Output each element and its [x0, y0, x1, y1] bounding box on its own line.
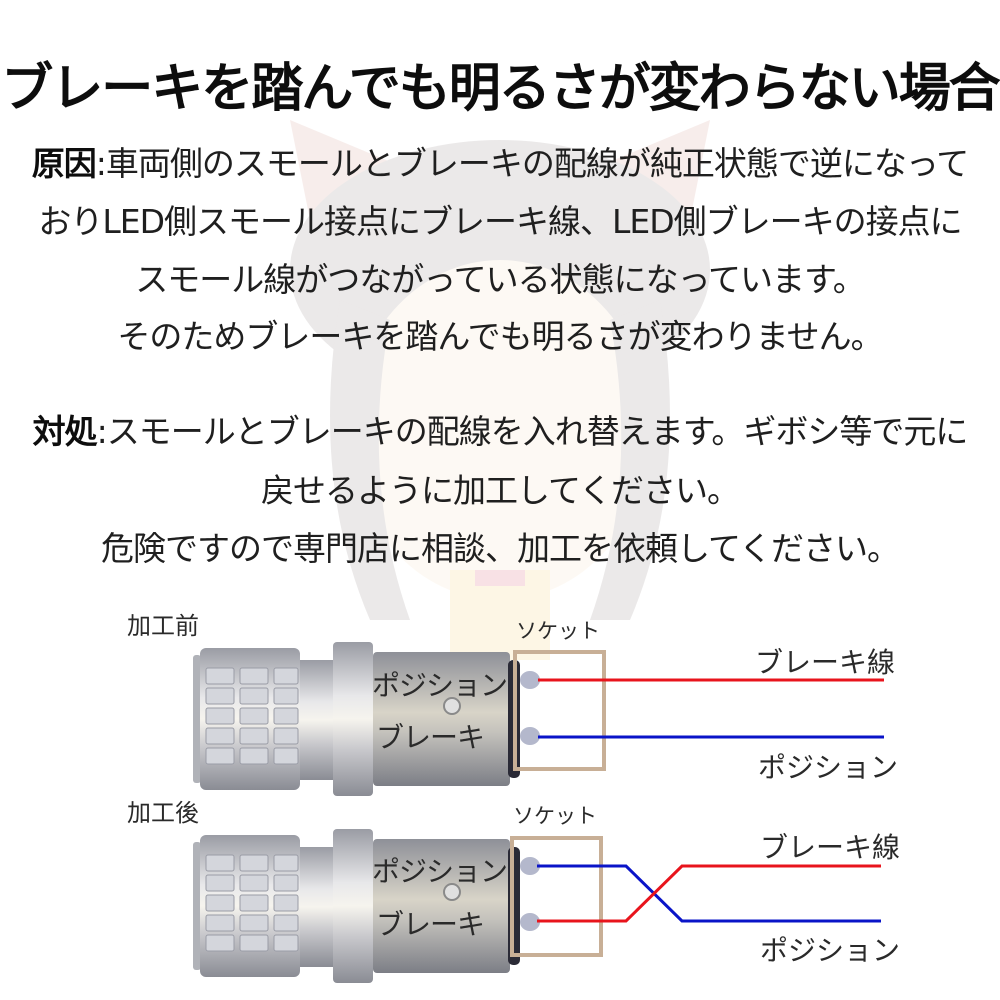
remedy-line-2: 戻せるように加工してください。	[260, 471, 740, 510]
bulb-brake-label-before: ブレーキ	[376, 721, 485, 754]
socket-box-after	[510, 836, 603, 957]
socket-label-before: ソケット	[516, 619, 600, 643]
remedy-line-3: 危険ですので専門店に相談、加工を依頼してください。	[100, 529, 900, 568]
socket-box-before	[513, 650, 606, 771]
before-heading: 加工前	[127, 612, 199, 640]
page-title: ブレーキを踏んでも明るさが変わらない場合	[1, 59, 1000, 119]
led-bulb-before-icon	[193, 642, 540, 796]
bulb-position-label-after: ポジション	[372, 855, 508, 888]
cause-line-1: 原因:車両側のスモールとブレーキの配線が純正状態で逆になって	[31, 144, 969, 183]
socket-label-after: ソケット	[513, 804, 597, 828]
remedy-line-1: 対処:スモールとブレーキの配線を入れ替えます。ギボシ等で元に	[32, 412, 969, 451]
brake-wire-label-before: ブレーキ線	[755, 646, 896, 679]
cause-line-4: そのためブレーキを踏んでも明るさが変わりません。	[117, 317, 883, 356]
position-wire-after	[537, 864, 881, 923]
cause-line-3: スモール線がつながっている状態になっています。	[135, 260, 865, 299]
after-heading: 加工後	[127, 799, 199, 827]
brake-wire-label-after: ブレーキ線	[760, 831, 901, 864]
bulb-brake-label-after: ブレーキ	[376, 908, 485, 941]
cause-line-2: おりLED側スモール接点にブレーキ線、LED側ブレーキの接点に	[38, 202, 962, 241]
led-bulb-after-icon	[193, 829, 540, 983]
brake-wire-after	[537, 864, 881, 923]
position-wire-label-after: ポジション	[760, 934, 901, 967]
remedy-label: 対処	[32, 412, 98, 451]
position-wire-label-before: ポジション	[758, 751, 899, 784]
mascot-watermark-icon	[290, 120, 710, 660]
cause-label: 原因	[31, 144, 97, 183]
bulb-position-label-before: ポジション	[372, 669, 508, 702]
